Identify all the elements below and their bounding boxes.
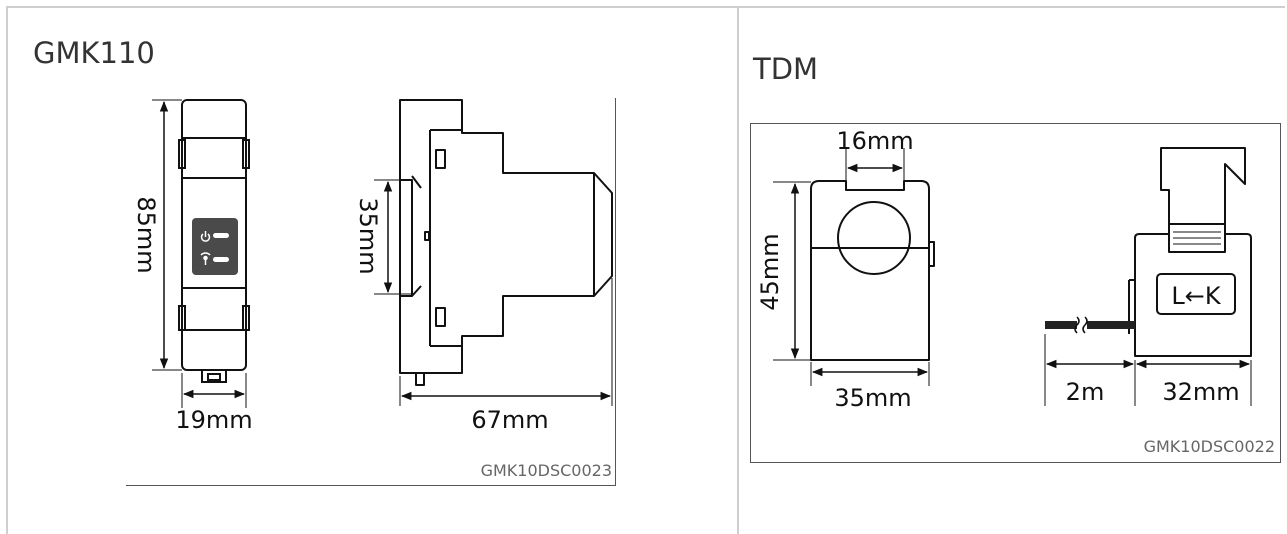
rail-35mm-label: 35mm [354,197,382,274]
direction-label: L←K [1171,282,1221,310]
width-19mm-label: 19mm [175,406,252,434]
wireless-icon [200,252,211,265]
gmk110-title: GMK110 [33,36,155,70]
tdm-front-view [810,180,935,361]
spec-table [6,6,1285,534]
column-divider [737,6,739,534]
led-panel [192,218,238,275]
power-led [213,233,229,238]
depth-67mm-label: 67mm [471,406,548,434]
figure-code: GMK10DSC0023 [481,461,612,480]
gmk110-dimension-figure: 85mm 19mm 35mm 67mm GMK [126,98,616,486]
height-85mm-label: 85mm [132,196,160,273]
gmk110-front-view [178,99,250,383]
wireless-led [213,257,229,262]
tdm-dimension-figure: 16mm 45mm 35mm L←K [750,123,1281,463]
jaw-16mm-label: 16mm [836,127,913,155]
figure-code: GMK10DSC0022 [1144,437,1275,456]
power-icon [200,231,211,242]
cable-2m-label: 2m [1066,378,1105,406]
width-35mm-label: 35mm [834,384,911,412]
height-45mm-label: 45mm [756,233,784,310]
depth-32mm-label: 32mm [1162,378,1239,406]
tdm-title: TDM [753,52,819,86]
tdm-cable [1045,316,1135,334]
gmk110-side-view [399,99,613,386]
tdm-side-view [1128,147,1252,357]
